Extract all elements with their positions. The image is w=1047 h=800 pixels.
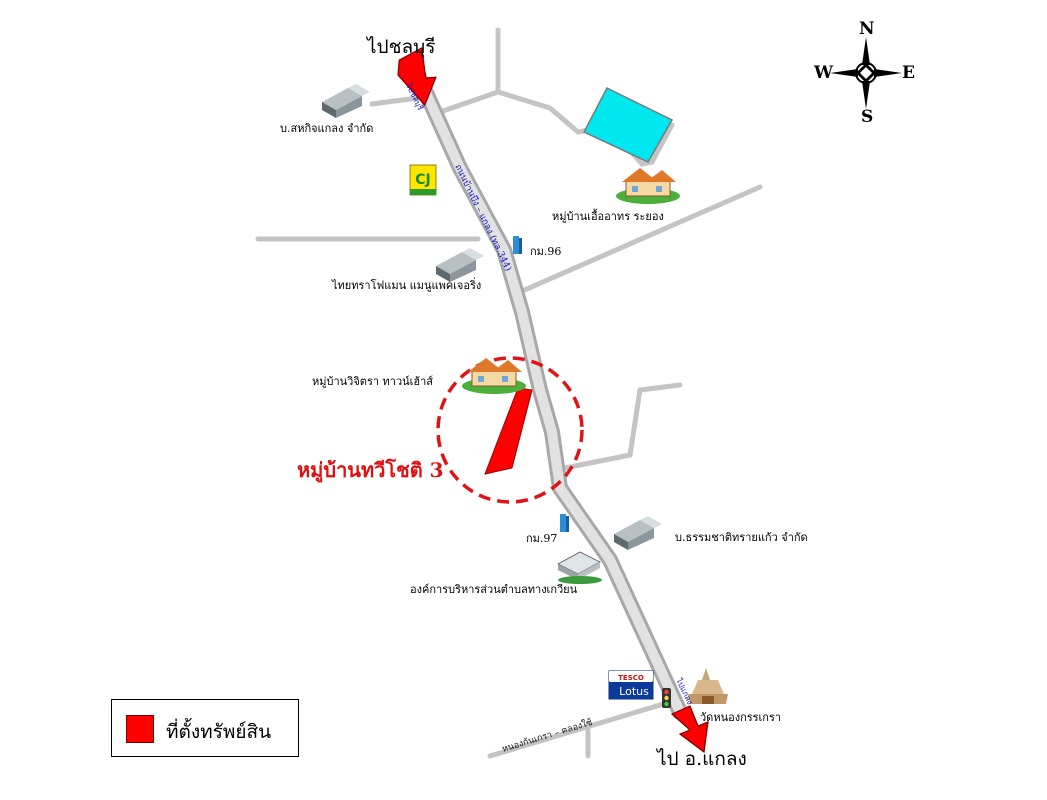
label-thaitara: ไทยทราโฟแมน แมนูแพคเจอริ่ง bbox=[332, 279, 482, 292]
compass-w: W bbox=[814, 63, 834, 83]
traffic-light-icon bbox=[662, 688, 671, 708]
bottom-destination: ไป อ.แกลง bbox=[657, 748, 747, 770]
label-km96: กม.96 bbox=[530, 245, 562, 258]
legend-swatch bbox=[126, 715, 154, 743]
road-label-side: หนองกันเกรา – คลองใช้ bbox=[501, 717, 594, 755]
minor-roads bbox=[255, 27, 763, 759]
government-building-icon bbox=[557, 551, 602, 584]
map-legend: ที่ตั้งทรัพย์สิน bbox=[111, 699, 299, 757]
label-km97: กม.97 bbox=[526, 532, 558, 545]
label-thammachat: บ.ธรรมชาติทรายแก้ว จำกัด bbox=[675, 531, 808, 544]
arrow-bottom-icon bbox=[670, 705, 709, 754]
main-highway bbox=[410, 67, 688, 720]
label-obt: องค์การบริหารส่วนตำบลทางเกวียน bbox=[410, 583, 578, 596]
property-parcel bbox=[484, 387, 533, 475]
factory-icon-thammachat bbox=[614, 516, 662, 550]
property-label: หมู่บ้านทวีโชติ 3 bbox=[297, 458, 444, 482]
lotus-label: Lotus bbox=[619, 685, 649, 698]
label-sahakit: บ.สหกิจแกลง จำกัด bbox=[280, 122, 374, 135]
km97-marker-icon bbox=[560, 514, 569, 532]
compass-icon bbox=[830, 37, 902, 109]
tesco-label: TESCO bbox=[618, 674, 644, 682]
cj-store-icon: CJ bbox=[409, 164, 437, 196]
tesco-lotus-icon: TESCO Lotus bbox=[608, 670, 654, 700]
compass-e: E bbox=[902, 63, 915, 83]
label-wat: วัดหนองกรรเกรา bbox=[700, 711, 782, 724]
property-circle bbox=[436, 356, 584, 504]
factory-icon-sahakit bbox=[322, 84, 370, 118]
top-destination: ไปชลบุรี bbox=[367, 36, 436, 58]
compass-s: S bbox=[861, 107, 874, 127]
svg-text:CJ: CJ bbox=[415, 172, 430, 188]
house-icon-euaarthon bbox=[616, 168, 680, 204]
km96-marker-icon bbox=[513, 236, 522, 254]
label-vijitra: หมู่บ้านวิจิตรา ทาวน์เฮ้าส์ bbox=[312, 375, 434, 388]
arrow-top-icon bbox=[397, 46, 437, 107]
temple-icon bbox=[688, 668, 728, 704]
label-euaarthon: หมู่บ้านเอื้ออาทร ระยอง bbox=[552, 210, 664, 223]
house-icon-vijitra bbox=[462, 358, 526, 394]
compass-n: N bbox=[859, 19, 875, 39]
legend-label: ที่ตั้งทรัพย์สิน bbox=[166, 721, 272, 743]
factory-icon-thaitara bbox=[436, 248, 484, 282]
pond bbox=[582, 87, 674, 163]
